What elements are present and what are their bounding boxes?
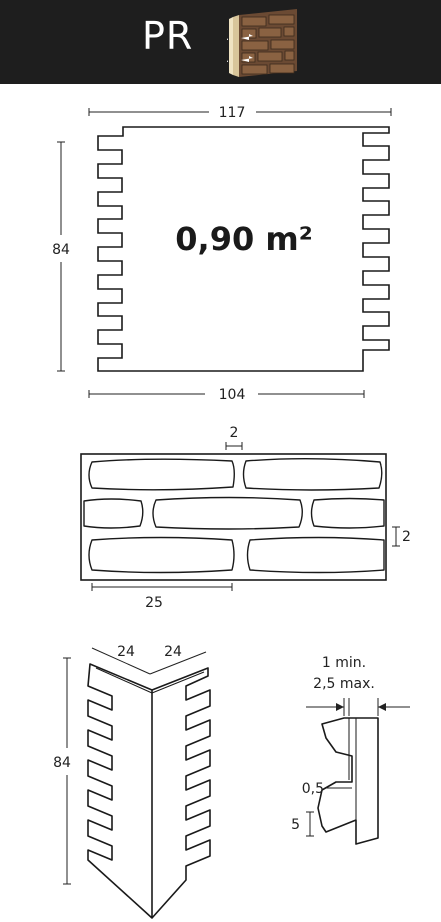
- step-label: 0,5: [302, 781, 324, 797]
- layer-label-2: 2.: [227, 56, 229, 64]
- width-bottom-label: 104: [219, 387, 246, 403]
- brick-length-label: 25: [145, 595, 163, 611]
- brick-pattern: [80, 453, 387, 581]
- corner-piece: [87, 663, 211, 919]
- edge-label: 5: [291, 817, 300, 833]
- profile-section: [317, 717, 379, 845]
- dim-width-bottom: 104: [88, 387, 365, 403]
- joint-width-label: 2: [230, 425, 239, 441]
- width-top-label: 117: [219, 105, 246, 121]
- corner-leg-b-label: 24: [164, 644, 182, 660]
- corner-height-label: 84: [53, 755, 71, 771]
- dim-corner-height: 84: [53, 657, 71, 885]
- dim-height: 84: [52, 141, 70, 372]
- dim-corner-legs: 24 24: [91, 644, 207, 675]
- product-code: PR: [142, 14, 194, 58]
- dim-step: 0,5: [302, 781, 352, 797]
- layer-label-1: 1.: [227, 34, 229, 42]
- technical-drawing: 117 84 0,90 m² 104: [52, 105, 411, 919]
- dim-edge: 5: [291, 811, 314, 837]
- thickness-max-label: 2,5 max.: [313, 676, 375, 692]
- dim-joint-height: 2: [392, 526, 411, 547]
- height-label: 84: [52, 242, 70, 258]
- product-swatch-image: 1. 2.: [227, 9, 297, 77]
- dim-thickness-arrows: [306, 698, 410, 716]
- joint-height-label: 2: [402, 529, 411, 545]
- dim-width-top: 117: [88, 105, 392, 121]
- thickness-min-label: 1 min.: [322, 655, 366, 671]
- panel-outline: [97, 126, 390, 372]
- header-bar: PR 1. 2.: [0, 0, 441, 84]
- dim-brick-length: 25: [91, 583, 233, 611]
- area-label: 0,90 m²: [175, 220, 312, 258]
- dim-joint-width: 2: [225, 425, 243, 450]
- corner-leg-a-label: 24: [117, 644, 135, 660]
